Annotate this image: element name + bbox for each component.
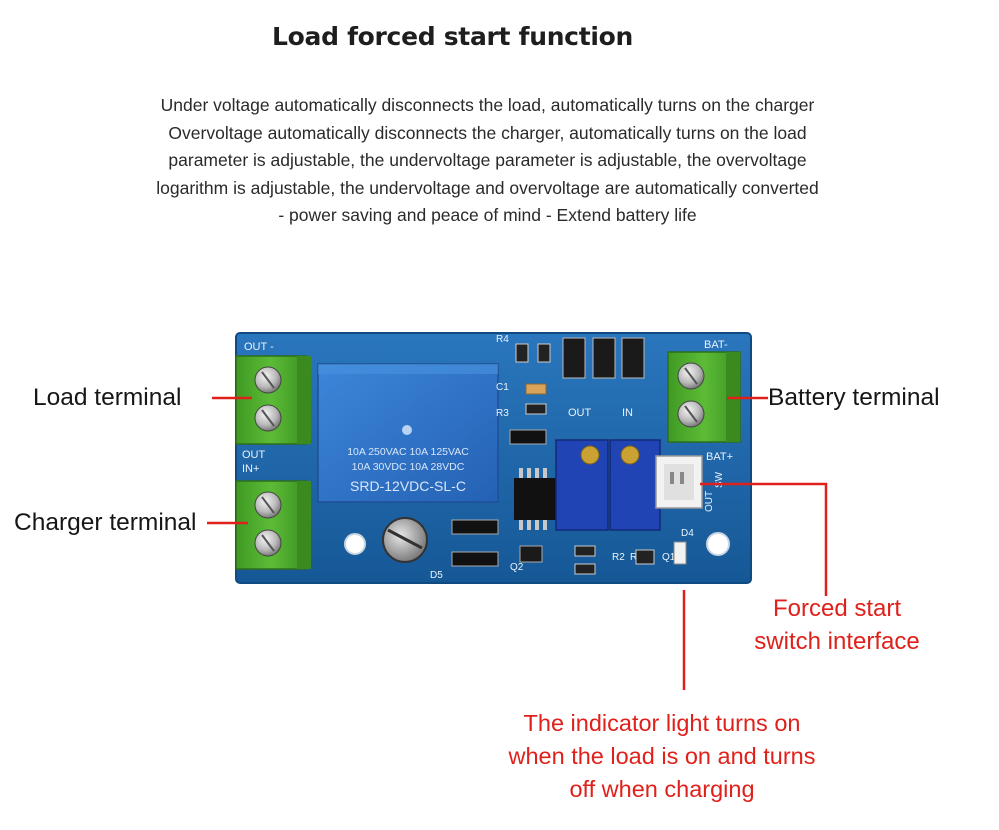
- description-line: parameter is adjustable, the undervoltag…: [168, 150, 807, 170]
- battery-terminal-label: Battery terminal: [768, 384, 940, 411]
- relay-model: SRD-12VDC-SL-C: [350, 478, 466, 494]
- silk-out: OUT: [242, 449, 266, 461]
- sw-connector: [655, 455, 703, 509]
- indicator-label: The indicator light turns on when the lo…: [472, 707, 852, 806]
- mount-hole: [344, 533, 366, 555]
- smd-components: [509, 337, 645, 445]
- relay-rating-2: 10A 30VDC 10A 28VDC: [352, 461, 465, 473]
- description-line: - power saving and peace of mind - Exten…: [278, 205, 697, 225]
- description: Under voltage automatically disconnects …: [0, 92, 975, 230]
- forced-start-label: Forced start switch interface: [746, 592, 928, 658]
- ic-chip: [514, 468, 558, 530]
- page-title: Load forced start function: [272, 22, 633, 51]
- silk-out-sw: OUT: [704, 491, 715, 512]
- silk-q1: Q1: [662, 552, 676, 563]
- silk-q2: Q2: [510, 562, 524, 573]
- charger-terminal-block: [235, 480, 311, 570]
- silk-in-plus: IN+: [242, 463, 259, 475]
- load-terminal-label: Load terminal: [33, 384, 182, 411]
- silk-in-pot: IN: [622, 407, 633, 419]
- smd-bottom: [451, 519, 687, 575]
- forced-start-line: Forced start: [772, 595, 902, 622]
- relay: 10A 250VAC 10A 125VAC 10A 30VDC 10A 28VD…: [317, 363, 499, 503]
- silk-d4: D4: [681, 528, 694, 539]
- silk-r3: R3: [496, 408, 509, 419]
- indicator-line: The indicator light turns on: [523, 710, 801, 736]
- silk-d5: D5: [430, 570, 443, 581]
- relay-rating-1: 10A 250VAC 10A 125VAC: [347, 446, 469, 458]
- silk-sw: SW: [714, 471, 725, 488]
- description-line: Overvoltage automatically disconnects th…: [168, 122, 807, 143]
- indicator-line: when the load is on and turns: [508, 743, 816, 769]
- indicator-led: [673, 541, 687, 565]
- silk-r4: R4: [496, 334, 509, 345]
- description-line: logarithm is adjustable, the undervoltag…: [156, 177, 819, 198]
- silk-c1: C1: [496, 382, 509, 393]
- potentiometers: [555, 439, 661, 531]
- silk-out-minus: OUT -: [244, 341, 274, 353]
- forced-start-line: switch interface: [754, 628, 920, 655]
- indicator-line: off when charging: [569, 776, 755, 802]
- charger-terminal-label: Charger terminal: [14, 509, 197, 536]
- silk-bat-plus: BAT+: [706, 451, 733, 463]
- silk-bat-minus: BAT-: [704, 339, 728, 351]
- mount-hole: [706, 532, 730, 556]
- capacitor: [382, 517, 428, 563]
- load-terminal-block: [235, 355, 311, 445]
- silk-out-pot: OUT: [568, 407, 592, 419]
- silk-r2: R2: [612, 552, 625, 563]
- description-line: Under voltage automatically disconnects …: [160, 95, 815, 115]
